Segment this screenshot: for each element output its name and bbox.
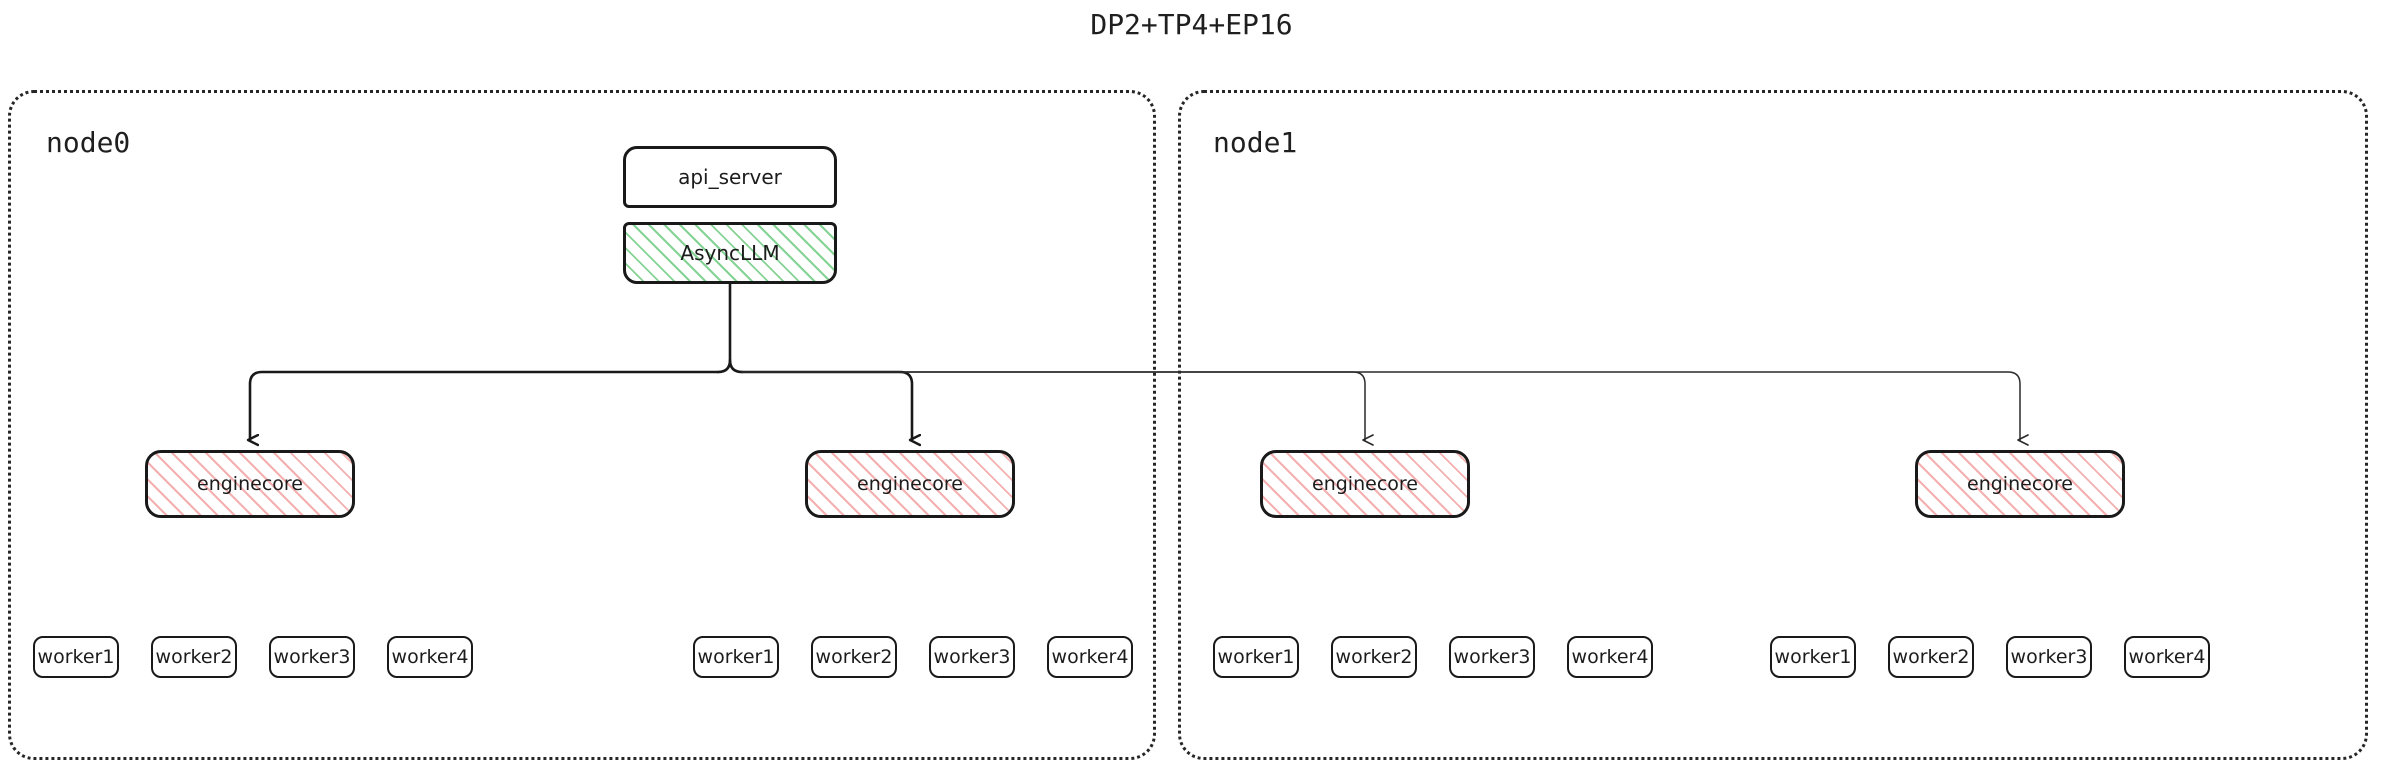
worker-box-node1-g1-w4[interactable]: worker4 — [2124, 636, 2210, 678]
worker-label: worker2 — [815, 646, 893, 668]
worker-label: worker1 — [37, 646, 115, 668]
api-server-label: api_server — [678, 165, 782, 189]
worker-box-node1-g0-w3[interactable]: worker3 — [1449, 636, 1535, 678]
async-llm-box[interactable]: AsyncLLM — [623, 222, 837, 284]
worker-box-node0-g1-w2[interactable]: worker2 — [811, 636, 897, 678]
worker-label: worker1 — [697, 646, 775, 668]
worker-label: worker3 — [273, 646, 351, 668]
worker-box-node0-g0-w3[interactable]: worker3 — [269, 636, 355, 678]
enginecore-box-node0-0[interactable]: enginecore — [145, 450, 355, 518]
worker-box-node0-g0-w2[interactable]: worker2 — [151, 636, 237, 678]
worker-box-node1-g0-w4[interactable]: worker4 — [1567, 636, 1653, 678]
worker-box-node1-g0-w1[interactable]: worker1 — [1213, 636, 1299, 678]
worker-label: worker1 — [1217, 646, 1295, 668]
worker-box-node1-g0-w2[interactable]: worker2 — [1331, 636, 1417, 678]
node-label-node0: node0 — [46, 126, 131, 159]
worker-label: worker4 — [1051, 646, 1129, 668]
worker-label: worker1 — [1774, 646, 1852, 668]
worker-label: worker4 — [391, 646, 469, 668]
enginecore-label: enginecore — [197, 473, 303, 495]
enginecore-box-node1-1[interactable]: enginecore — [1915, 450, 2125, 518]
worker-label: worker3 — [1453, 646, 1531, 668]
worker-box-node1-g1-w2[interactable]: worker2 — [1888, 636, 1974, 678]
api-server-box[interactable]: api_server — [623, 146, 837, 208]
worker-label: worker4 — [1571, 646, 1649, 668]
worker-label: worker3 — [2010, 646, 2088, 668]
worker-label: worker2 — [1892, 646, 1970, 668]
worker-box-node0-g0-w1[interactable]: worker1 — [33, 636, 119, 678]
enginecore-label: enginecore — [857, 473, 963, 495]
worker-box-node0-g1-w4[interactable]: worker4 — [1047, 636, 1133, 678]
worker-box-node1-g1-w1[interactable]: worker1 — [1770, 636, 1856, 678]
enginecore-label: enginecore — [1312, 473, 1418, 495]
worker-box-node0-g0-w4[interactable]: worker4 — [387, 636, 473, 678]
enginecore-label: enginecore — [1967, 473, 2073, 495]
enginecore-box-node1-0[interactable]: enginecore — [1260, 450, 1470, 518]
async-llm-label: AsyncLLM — [680, 241, 780, 265]
worker-box-node0-g1-w3[interactable]: worker3 — [929, 636, 1015, 678]
worker-box-node0-g1-w1[interactable]: worker1 — [693, 636, 779, 678]
worker-label: worker3 — [933, 646, 1011, 668]
worker-label: worker2 — [1335, 646, 1413, 668]
enginecore-box-node0-1[interactable]: enginecore — [805, 450, 1015, 518]
node-label-node1: node1 — [1213, 126, 1298, 159]
worker-label: worker2 — [155, 646, 233, 668]
diagram-title: DP2+TP4+EP16 — [1090, 8, 1293, 41]
worker-box-node1-g1-w3[interactable]: worker3 — [2006, 636, 2092, 678]
worker-label: worker4 — [2128, 646, 2206, 668]
